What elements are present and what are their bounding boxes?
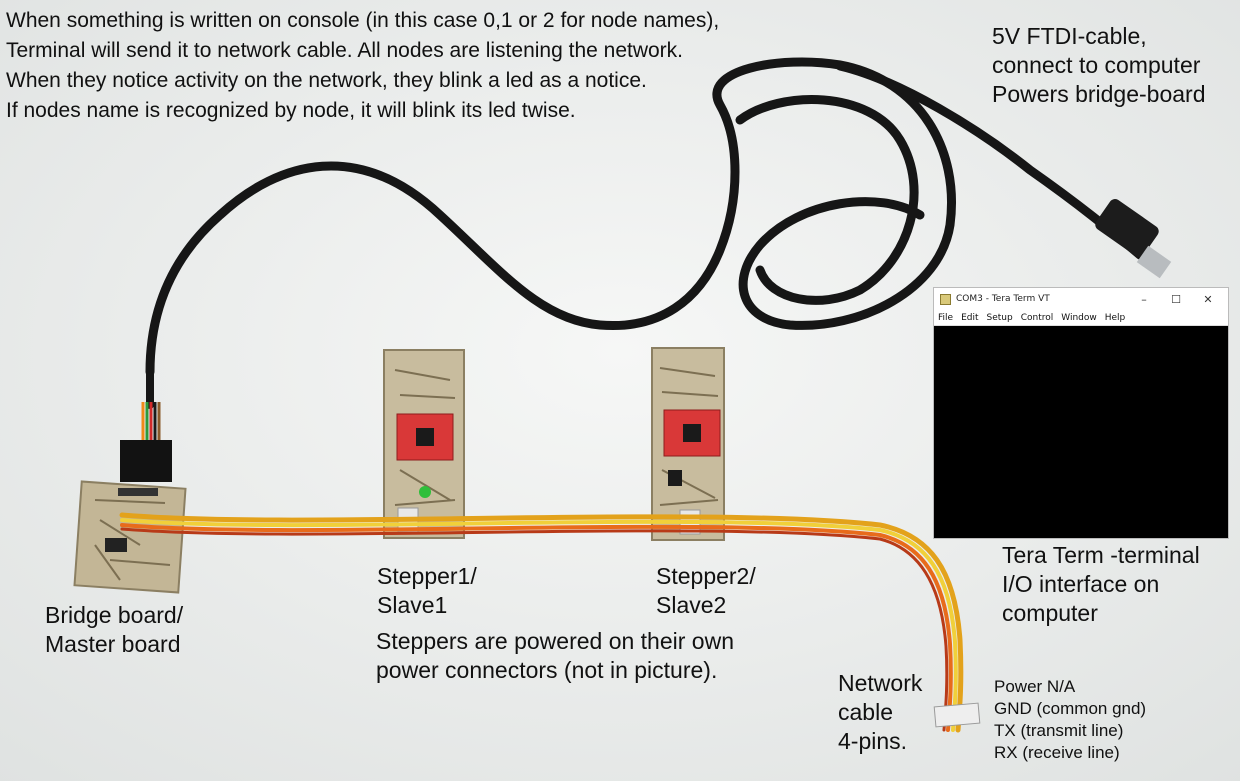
tera-term-window[interactable]: COM3 - Tera Term VT – ☐ ✕ File Edit Setu… [934, 288, 1228, 538]
stepper2-label: Stepper2/ Slave2 [656, 562, 756, 620]
terminal-caption-line: Tera Term -terminal [1002, 542, 1200, 568]
ftdi-wires [141, 402, 161, 445]
terminal-caption-line: computer [1002, 600, 1098, 626]
steppers-power-line: Steppers are powered on their own [376, 628, 734, 654]
bridge-label-line: Master board [45, 631, 181, 657]
stepper2-label-line: Slave2 [656, 592, 727, 618]
network-cable-line: cable [838, 699, 893, 725]
menu-edit[interactable]: Edit [961, 312, 979, 323]
minimize-icon[interactable]: – [1141, 292, 1147, 306]
stepper1-label: Stepper1/ Slave1 [377, 562, 477, 620]
terminal-title-bar[interactable]: COM3 - Tera Term VT – ☐ ✕ [934, 288, 1228, 310]
network-cable-line: Network [838, 670, 923, 696]
pin-line: RX (receive line) [994, 743, 1120, 762]
ftdi-header-connector [120, 440, 172, 482]
bridge-board [73, 480, 187, 594]
intro-text: When something is written on console (in… [6, 6, 719, 126]
menu-file[interactable]: File [938, 312, 954, 323]
menu-setup[interactable]: Setup [986, 312, 1013, 323]
terminal-menu-bar: File Edit Setup Control Window Help [934, 310, 1228, 326]
ftdi-label-line: connect to computer [992, 52, 1201, 78]
ftdi-label-line: Powers bridge-board [992, 81, 1206, 107]
bridge-label-line: Bridge board/ [45, 602, 184, 628]
terminal-caption-line: I/O interface on [1002, 571, 1160, 597]
bridge-board-label: Bridge board/ Master board [45, 601, 183, 659]
ftdi-cable-label: 5V FTDI-cable, connect to computer Power… [992, 22, 1206, 109]
intro-line: When something is written on console (in… [6, 9, 720, 32]
window-controls: – ☐ ✕ [1128, 288, 1224, 310]
terminal-screen[interactable] [934, 326, 1228, 538]
network-connector [933, 702, 981, 728]
maximize-icon[interactable]: ☐ [1171, 292, 1181, 306]
pin-line: GND (common gnd) [994, 699, 1147, 718]
intro-line: Terminal will send it to network cable. … [6, 39, 684, 62]
intro-line: When they notice activity on the network… [6, 69, 647, 92]
stepper2-board [651, 347, 725, 541]
intro-line: If nodes name is recognized by node, it … [6, 99, 576, 122]
network-cable-label: Network cable 4-pins. [838, 669, 922, 756]
steppers-power-note: Steppers are powered on their own power … [376, 627, 734, 685]
network-cable [119, 512, 964, 733]
close-icon[interactable]: ✕ [1203, 292, 1213, 306]
menu-control[interactable]: Control [1020, 312, 1054, 323]
stepper1-led-icon [419, 486, 431, 498]
pin-list: Power N/A GND (common gnd) TX (transmit … [994, 676, 1146, 764]
network-cable-line: 4-pins. [838, 728, 908, 754]
stepper2-label-line: Stepper2/ [656, 563, 756, 589]
stepper1-label-line: Slave1 [377, 592, 448, 618]
usb-plug [1095, 198, 1172, 279]
menu-help[interactable]: Help [1104, 312, 1126, 323]
terminal-caption: Tera Term -terminal I/O interface on com… [1002, 541, 1200, 628]
pin-line: Power N/A [994, 677, 1076, 696]
steppers-power-line: power connectors (not in picture). [376, 657, 718, 683]
stepper1-label-line: Stepper1/ [377, 563, 477, 589]
stepper1-board [383, 349, 465, 539]
pin-line: TX (transmit line) [994, 721, 1124, 740]
ftdi-label-line: 5V FTDI-cable, [992, 23, 1147, 49]
tera-term-app-icon [940, 293, 951, 305]
terminal-title: COM3 - Tera Term VT [956, 294, 1050, 304]
menu-window[interactable]: Window [1061, 312, 1097, 323]
